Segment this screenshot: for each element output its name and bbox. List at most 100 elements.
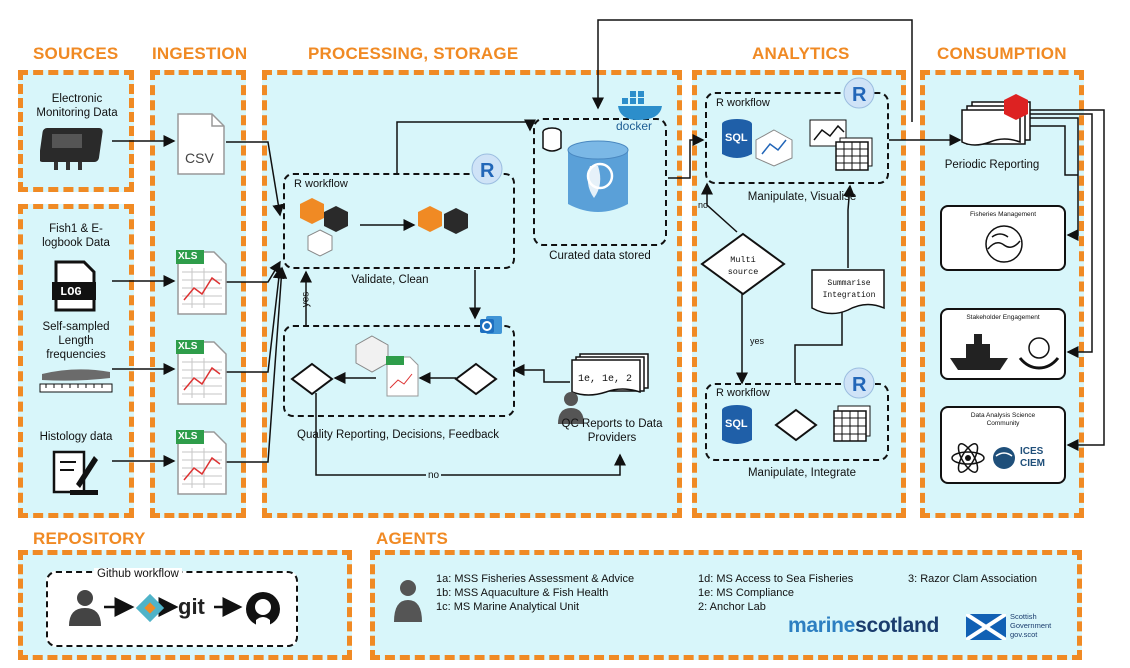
source-fish1-label: Fish1 & E-logbook Data bbox=[42, 223, 110, 249]
stakeholder-engagement-card: Stakeholder Engagement bbox=[940, 308, 1066, 380]
r-logo-icon: R bbox=[843, 367, 875, 399]
multi-source-label: Multi source bbox=[727, 255, 759, 277]
manipulate-integrate-label: Manipulate, Integrate bbox=[747, 467, 857, 479]
database-icon bbox=[542, 127, 629, 212]
agent-1e: 1e: MS Compliance bbox=[698, 587, 794, 599]
curated-data-label: Curated data stored bbox=[549, 250, 651, 262]
agent-1a: 1a: MSS Fisheries Assessment & Advice bbox=[436, 573, 635, 585]
person-icon bbox=[394, 580, 422, 622]
decision-diamond-icon bbox=[774, 408, 818, 442]
agent-1d: 1d: MS Access to Sea Fisheries bbox=[698, 573, 854, 585]
header-agents: AGENTS bbox=[376, 529, 449, 548]
manipulate-visualise-label: Manipulate, Visualise bbox=[747, 191, 857, 203]
summarise-document-icon bbox=[811, 269, 885, 315]
fish-stock-icon bbox=[985, 225, 1023, 263]
xls-file-label-3: XLS bbox=[178, 431, 198, 442]
hex-tool-icons bbox=[755, 129, 793, 167]
decision-diamond-icon bbox=[454, 362, 498, 396]
svg-text:R: R bbox=[480, 160, 495, 182]
table-icon bbox=[833, 405, 871, 442]
decision-diamond-icon bbox=[290, 362, 334, 396]
source-histology-label: Histology data bbox=[39, 431, 113, 443]
ship-icon bbox=[950, 334, 1008, 370]
periodic-reporting-label: Periodic Reporting bbox=[944, 159, 1040, 171]
header-analytics: ANALYTICS bbox=[752, 44, 850, 63]
science-community-card: Data Analysis Science Community ICES CIE… bbox=[940, 406, 1066, 484]
periodic-report-icon bbox=[961, 94, 1031, 146]
docker-icon bbox=[618, 91, 662, 120]
log-file-label: LOG bbox=[60, 285, 82, 299]
brand-scotland: scotland bbox=[855, 614, 940, 637]
svg-text:R: R bbox=[852, 374, 867, 396]
ices-label: ICES CIEM bbox=[1020, 446, 1045, 469]
integrate-workflow-title: R workflow bbox=[716, 387, 770, 399]
handshake-globe-icon bbox=[1018, 337, 1060, 370]
github-icon bbox=[246, 592, 280, 626]
xls-file-label-1: XLS bbox=[178, 251, 198, 262]
ices-logo-icon bbox=[993, 447, 1015, 469]
microscope-icon bbox=[52, 450, 98, 495]
hex-check-icon bbox=[355, 335, 389, 373]
xls-file-icon bbox=[176, 430, 227, 495]
agents-col1: 1a: MSS Fisheries Assessment & Advice 1b… bbox=[436, 572, 634, 614]
agents-col2: 1d: MS Access to Sea Fisheries 1e: MS Co… bbox=[698, 572, 853, 614]
multi-source-diamond bbox=[700, 232, 786, 296]
git-text: git bbox=[178, 594, 206, 619]
quality-reporting-label: Quality Reporting, Decisions, Feedback bbox=[297, 429, 499, 441]
log-file-icon bbox=[52, 260, 96, 312]
gps-device-icon bbox=[40, 128, 103, 170]
header-ingestion: INGESTION bbox=[152, 44, 248, 63]
scottish-government-label: Scottish Government gov.scot bbox=[1010, 612, 1052, 639]
source-electronic-label: Electronic Monitoring Data bbox=[36, 93, 118, 119]
xls-file-icon bbox=[386, 356, 419, 397]
fisheries-management-label: Fisheries Management bbox=[969, 211, 1037, 218]
scotland-flag-icon bbox=[966, 614, 1006, 640]
validate-clean-label: Validate, Clean bbox=[351, 274, 429, 286]
agent-1b: 1b: MSS Aquaculture & Fish Health bbox=[436, 587, 609, 599]
agents-panel bbox=[370, 550, 1082, 660]
svg-text:R: R bbox=[852, 84, 867, 106]
hex-tool-icons bbox=[300, 198, 348, 257]
summarise-integration-label: Summarise Integration bbox=[822, 279, 876, 300]
qc-reports-label: QC Reports to Data Providers bbox=[561, 418, 663, 444]
xls-file-label-2: XLS bbox=[178, 341, 198, 352]
header-consumption: CONSUMPTION bbox=[937, 44, 1067, 63]
agent-1c: 1c: MS Marine Analytical Unit bbox=[436, 601, 580, 613]
r-logo-icon: R bbox=[471, 153, 503, 185]
person-icon bbox=[69, 590, 101, 626]
no-label-analytics: no bbox=[698, 200, 709, 210]
git-icon: git bbox=[178, 594, 206, 619]
yes-label-analytics: yes bbox=[750, 336, 765, 346]
fisheries-management-card: Fisheries Management bbox=[940, 205, 1066, 271]
agent-2: 2: Anchor Lab bbox=[698, 601, 766, 613]
hex-tool-icons bbox=[418, 206, 468, 234]
validate-workflow-title: R workflow bbox=[294, 178, 348, 190]
sql-label-visualise: SQL bbox=[725, 132, 748, 144]
science-community-label: Data Analysis Science Community bbox=[970, 412, 1036, 427]
brand-marine: marine bbox=[788, 614, 856, 637]
sql-label-integrate: SQL bbox=[725, 418, 748, 430]
docker-label: docker bbox=[616, 119, 653, 133]
xls-file-icon bbox=[176, 250, 227, 315]
r-logo-icon: R bbox=[843, 77, 875, 109]
header-processing: PROCESSING, STORAGE bbox=[308, 44, 519, 63]
stakeholder-engagement-label: Stakeholder Engagement bbox=[966, 314, 1040, 321]
yes-label-processing: yes bbox=[300, 291, 312, 308]
outlook-icon bbox=[480, 316, 502, 334]
header-repository: REPOSITORY bbox=[33, 529, 146, 548]
sql-icon bbox=[722, 405, 752, 444]
csv-file-icon bbox=[177, 113, 225, 175]
person-icon bbox=[558, 392, 584, 424]
no-label-processing: no bbox=[426, 470, 442, 481]
source-selfsampled-label: Self-sampled Length frequencies bbox=[42, 321, 110, 361]
github-workflow-title: Github workflow bbox=[94, 568, 182, 580]
agents-col3: 3: Razor Clam Association bbox=[908, 572, 1037, 586]
marine-scotland-logo: marinescotland bbox=[788, 614, 939, 638]
agent-3: 3: Razor Clam Association bbox=[908, 573, 1037, 585]
sql-icon bbox=[722, 119, 752, 158]
header-sources: SOURCES bbox=[33, 44, 119, 63]
visualise-workflow-title: R workflow bbox=[716, 97, 770, 109]
ruler-icon bbox=[39, 369, 113, 393]
qc-document-label: 1e, 1e, 2 bbox=[578, 374, 633, 385]
